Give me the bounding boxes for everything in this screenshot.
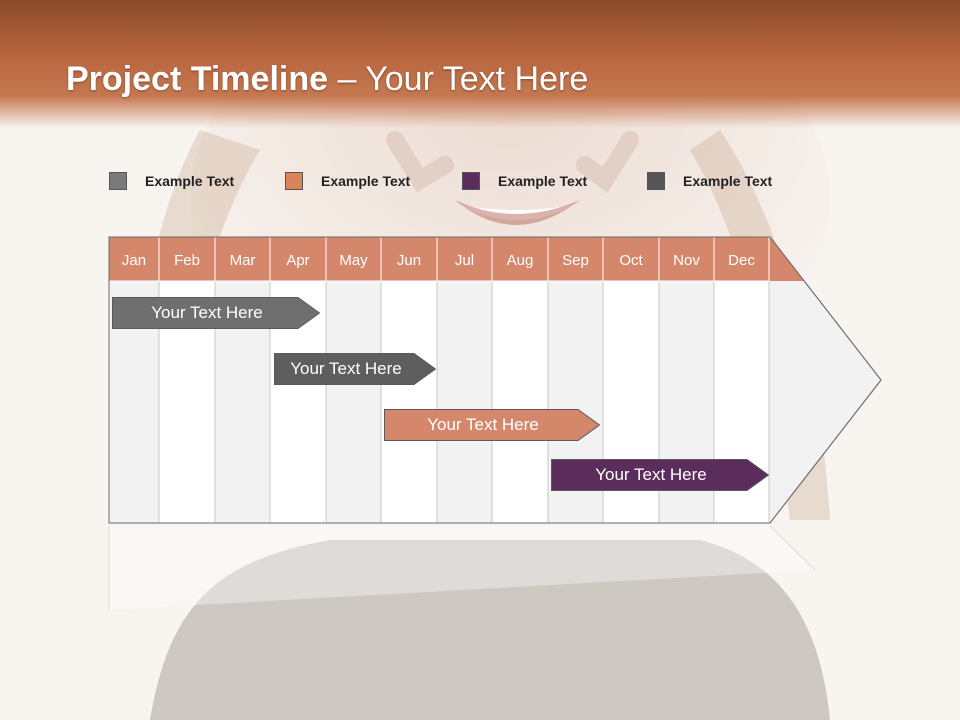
month-label: Aug	[507, 252, 534, 269]
legend-label: Example Text	[498, 173, 588, 189]
timeline-outline	[108, 236, 882, 524]
legend-swatch	[462, 172, 480, 190]
task-bar-4[interactable]: Your Text Here	[551, 459, 769, 491]
legend-item-2: Example Text	[285, 170, 410, 192]
task-label: Your Text Here	[427, 415, 539, 434]
month-header-apr	[269, 236, 327, 282]
month-header-nov	[658, 236, 715, 282]
month-column-aug	[491, 280, 549, 524]
month-header-dec	[713, 236, 770, 282]
legend-swatch	[109, 172, 127, 190]
legend-swatch	[285, 172, 303, 190]
legend-label: Example Text	[321, 173, 411, 189]
month-label: Feb	[174, 252, 200, 269]
month-label: Jan	[122, 252, 146, 269]
task-label: Your Text Here	[595, 465, 707, 484]
legend-label: Example Text	[683, 173, 773, 189]
month-column-may	[325, 280, 382, 524]
task-arrow-shape	[274, 353, 436, 385]
month-header-jan	[108, 236, 160, 282]
month-header-oct	[602, 236, 660, 282]
month-label: May	[339, 252, 368, 269]
month-label: Mar	[230, 252, 256, 269]
task-label: Your Text Here	[290, 359, 402, 378]
timeline-reflection	[108, 525, 816, 610]
month-label: Dec	[728, 252, 755, 269]
legend-item-1: Example Text	[109, 170, 234, 192]
month-header-sep	[547, 236, 604, 282]
legend-item-4: Example Text	[647, 170, 772, 192]
title-rest: – Your Text Here	[328, 60, 589, 98]
month-label: Jun	[397, 252, 421, 269]
month-label: Sep	[562, 252, 589, 269]
month-label: Apr	[286, 252, 309, 269]
month-label: Jul	[455, 252, 474, 269]
month-column-jun	[380, 280, 438, 524]
slide-title: Project Timeline – Your Text Here	[66, 60, 588, 99]
task-bar-2[interactable]: Your Text Here	[274, 353, 436, 385]
month-label: Nov	[673, 252, 700, 269]
task-label: Your Text Here	[151, 303, 263, 322]
task-arrow-shape	[551, 459, 769, 491]
task-bar-1[interactable]: Your Text Here	[112, 297, 320, 329]
task-arrow-shape	[384, 409, 600, 441]
month-column-jul	[436, 280, 493, 524]
task-arrow-shape	[112, 297, 320, 329]
title-bar	[0, 0, 960, 128]
month-label: Oct	[619, 252, 643, 269]
legend-label: Example Text	[145, 173, 235, 189]
legend-item-3: Example Text	[462, 170, 587, 192]
title-bold: Project Timeline	[66, 60, 329, 98]
task-bar-3[interactable]: Your Text Here	[384, 409, 600, 441]
legend-swatch	[647, 172, 665, 190]
